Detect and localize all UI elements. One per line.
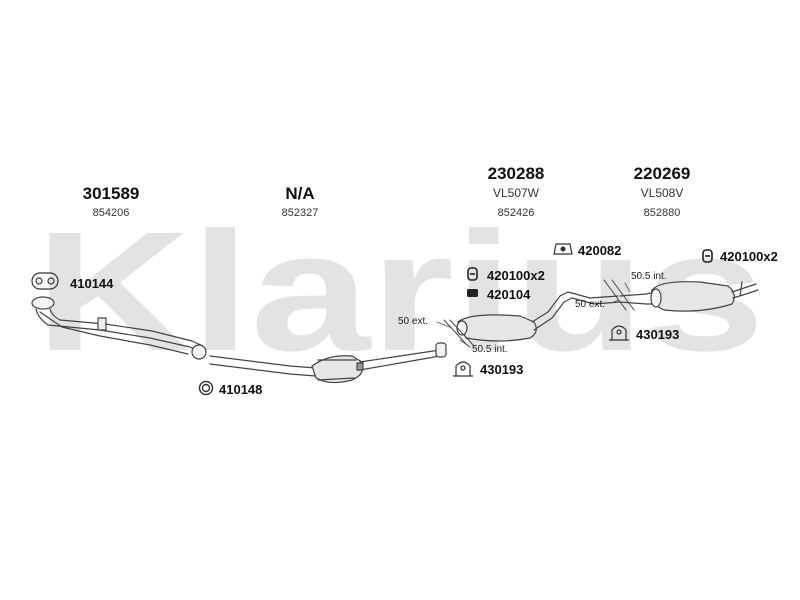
ring-icon: [198, 380, 214, 396]
fitting-label-410148: 410148: [219, 382, 263, 397]
dimension-rear-int: 50.5 int.: [631, 271, 667, 282]
fitting-label-420082: 420082: [578, 243, 622, 258]
front-downpipe: [31, 296, 207, 360]
rubber-hanger-icon: [467, 267, 478, 281]
section-2-ref: 852327: [281, 207, 319, 219]
clamp-icon: [453, 361, 473, 377]
dimension-centre-int: 50.5 int.: [472, 344, 508, 355]
fitting-label-420100x2-rear: 420100x2: [720, 249, 778, 264]
section-3-ref: 852426: [497, 207, 535, 219]
fitting-label-430193-centre: 430193: [480, 362, 524, 377]
section-2-part-number: N/A: [285, 184, 315, 203]
clamp-icon: [609, 325, 629, 341]
hanger-icon: [467, 289, 478, 297]
dimension-rear-ext: 50 ext.: [575, 299, 606, 310]
centre-silencer: [456, 291, 621, 342]
fitting-label-420100x2-centre: 420100x2: [487, 268, 545, 283]
gasket-icon: [31, 272, 59, 290]
section-4-ref: 852880: [643, 207, 681, 219]
klarius-watermark: Klarius: [35, 222, 765, 362]
section-3-model: VL507W: [492, 186, 540, 200]
leader-lines: [436, 282, 631, 348]
fitting-label-420104: 420104: [487, 287, 531, 302]
fitting-label-430193-rear: 430193: [636, 327, 680, 342]
section-3-part-number: 230288: [487, 164, 545, 183]
dimension-centre-ext: 50 ext.: [398, 316, 429, 327]
fitting-label-410144: 410144: [70, 276, 114, 291]
rear-silencer: [619, 281, 759, 312]
catalytic-converter: [209, 342, 447, 384]
watermark-text: Klarius: [35, 222, 765, 362]
section-1-part-number: 301589: [82, 184, 140, 203]
rubber-mount-icon: [553, 243, 573, 255]
section-1-ref: 854206: [92, 207, 130, 219]
rubber-hanger-icon: [702, 249, 713, 263]
section-4-model: VL508V: [640, 186, 684, 200]
joint-markers: [443, 279, 635, 347]
section-4-part-number: 220269: [633, 164, 691, 183]
